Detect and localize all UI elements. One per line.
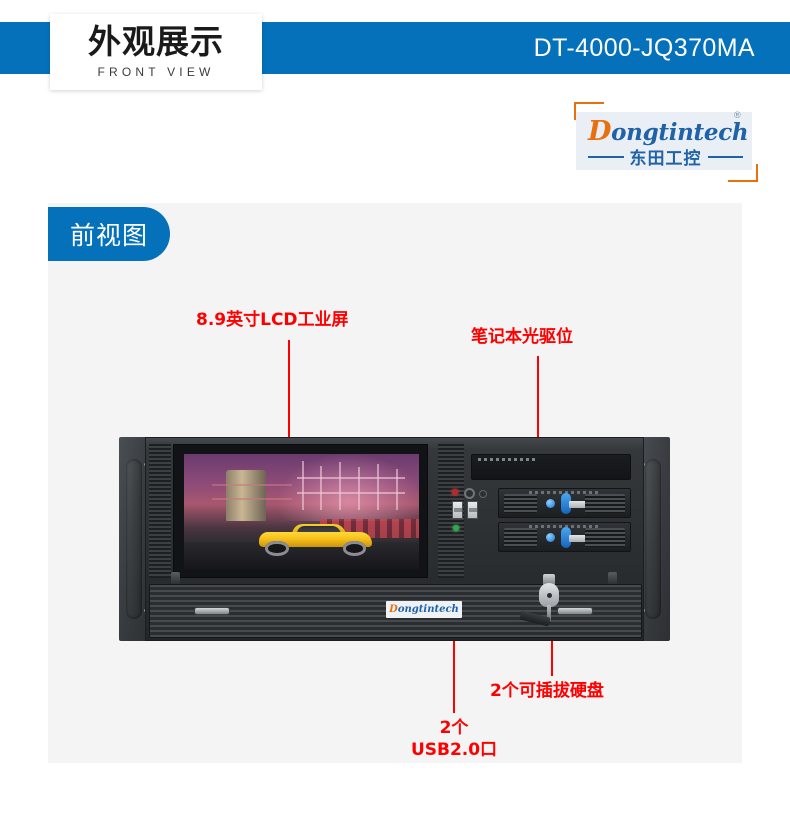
industrial-chassis-front: Dongtintech — [119, 437, 670, 641]
chassis-front-door[interactable]: Dongtintech — [149, 584, 642, 638]
chassis-handle-left[interactable] — [126, 459, 142, 619]
optical-drive-ticks-icon — [478, 458, 538, 461]
logo-corner-bottom-right-icon — [728, 164, 758, 182]
power-button[interactable] — [464, 488, 475, 499]
view-badge-label: 前视图 — [69, 221, 148, 250]
logo-dash-right-icon — [707, 155, 743, 158]
key-shaft — [547, 605, 551, 621]
lcd-bezel — [173, 444, 428, 578]
leader-line-lcd — [288, 340, 290, 445]
product-model-label: DT-4000-JQ370MA — [533, 33, 755, 62]
callout-usb-line2: USB2.0口 — [410, 739, 498, 760]
drive-bay-1[interactable] — [498, 488, 631, 518]
logo-corner-top-left-icon — [574, 102, 604, 120]
drive-bay-latch[interactable] — [561, 527, 571, 548]
logo-brand-cn: 东田工控 — [629, 149, 702, 169]
chassis-body: Dongtintech — [145, 437, 644, 641]
logo-dash-left-icon — [588, 155, 624, 158]
lcd-scene-ground — [184, 542, 419, 570]
callout-usb-label: 2个 USB2.0口 — [406, 718, 502, 762]
logo-brand-cn-row: 东田工控 — [588, 144, 743, 169]
chassis-brand-plate: Dongtintech — [386, 601, 462, 618]
logo-brand-initial: D — [588, 116, 612, 147]
logo-plate — [576, 112, 752, 170]
door-hinge-left — [171, 572, 180, 584]
chassis-handle-right[interactable] — [645, 459, 661, 619]
registered-trademark-icon: ® — [734, 110, 741, 120]
front-io-cluster — [450, 488, 494, 532]
callout-optical-drive-label: 笔记本光驱位 — [471, 327, 573, 347]
door-handle-right[interactable] — [557, 607, 593, 615]
leader-line-optical-drive — [537, 356, 539, 455]
logo-brand-rest: ongtintech — [611, 119, 749, 146]
drive-bay-latch[interactable] — [561, 493, 571, 514]
section-title-cn: 外观展示 — [88, 22, 224, 62]
usb-port-2[interactable] — [467, 501, 478, 519]
lcd-scene-car — [255, 523, 377, 556]
section-title-en: FRONT VIEW — [97, 64, 215, 79]
door-hinge-right — [608, 572, 617, 584]
view-badge: 前视图 — [48, 207, 170, 261]
chassis-brand-initial: D — [389, 604, 398, 615]
optical-drive-bay[interactable] — [471, 454, 631, 480]
door-handle-left[interactable] — [194, 607, 230, 615]
lcd-sky-glow — [278, 454, 419, 522]
brand-logo: Dongtintech ® 东田工控 — [566, 100, 762, 182]
section-title-card: 外观展示 FRONT VIEW — [50, 14, 262, 90]
usb-port-1[interactable] — [452, 501, 463, 519]
callout-usb-line1: 2个 — [439, 718, 469, 738]
drive-bay-2[interactable] — [498, 522, 631, 552]
lcd-display[interactable] — [184, 454, 419, 570]
key-hole-icon — [547, 593, 552, 598]
vent-grill-left — [149, 442, 171, 578]
power-led-icon — [452, 489, 458, 495]
callout-hdd-label: 2个可插拔硬盘 — [490, 681, 604, 701]
door-key-lock[interactable] — [519, 574, 562, 636]
lcd-scene-tank — [226, 470, 267, 522]
drive-bay-led-icon — [546, 499, 555, 508]
callout-lcd-label: 8.9英寸LCD工业屏 — [196, 310, 349, 330]
hdd-activity-led-icon — [453, 525, 459, 531]
chassis-brand-text: Dongtintech — [389, 604, 459, 615]
chassis-brand-rest: ongtintech — [397, 604, 459, 615]
hot-swap-drive-bays — [498, 488, 631, 554]
drive-bay-led-icon — [546, 533, 555, 542]
logo-brand-en: Dongtintech — [588, 116, 749, 147]
reset-button[interactable] — [479, 490, 487, 498]
